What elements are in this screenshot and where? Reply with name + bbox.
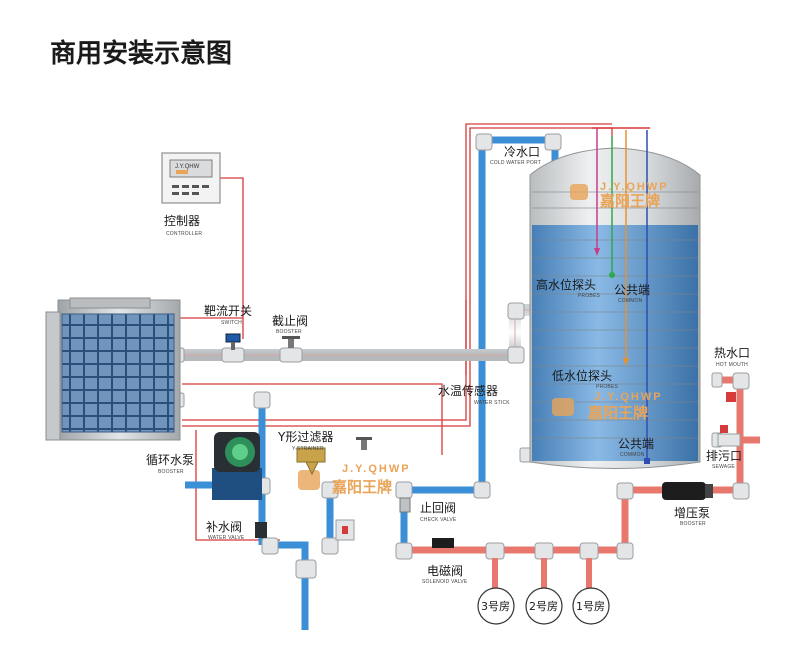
watermark-latin-mid: J.Y.QHWP [594,391,663,403]
cold-water-pipes [185,136,559,630]
watermark-logo-icon-2 [552,398,574,416]
booster-pump [662,482,713,500]
sewage-valve [717,425,741,447]
page-title: 商用安装示意图 [50,38,232,69]
circ-pump-label: 循环水泵 [146,453,194,467]
room-3: 3号房 [477,587,515,625]
makeup-valve [255,519,355,541]
common-bottom-label: 公共端 [618,437,654,451]
water-sensor-label: 水温传感器 [438,383,498,398]
common-top-label-en: COMMON [618,298,643,304]
stop-valve [282,336,300,348]
stop-valve-label: 截止阀 [272,314,308,328]
check-valve-label-en: CHECK VALVE [420,517,457,523]
watermark-latin-top: J.Y.QHWP [600,181,669,193]
pipe-fittings [171,133,750,579]
sewage-label: 排污口 [706,449,742,463]
cold-water-port-label-en: COLD WATER PORT [490,160,541,166]
watermark-latin-bottom: J.Y.QHWP [342,463,411,475]
watermark-bottom: J.Y.QHWP 嘉阳王牌 [298,463,411,496]
sewage-label-en: SEWAGE [712,464,735,470]
cold-water-port-label: 冷水口 [504,145,540,159]
common-bottom-label-en: COMMON [620,452,645,458]
low-probe-tip-icon [623,358,629,366]
y-strainer-label-en: Y-STRAINER [292,446,324,452]
common-probe-bottom-icon [644,458,650,464]
watermark-cn-mid: 嘉阳王牌 [587,404,648,422]
common-top-label: 公共端 [614,283,650,297]
circulation-pump [212,432,262,500]
watermark-logo-icon-3 [298,470,320,490]
water-tank [529,147,701,469]
hot-water-port-label-en: HOT MOUTH [716,362,748,368]
solenoid-label: 电磁阀 [427,563,463,578]
booster-pump-label: 增压泵 [674,506,710,520]
low-probe-label-en: PROBES [596,384,619,390]
low-probe-label: 低水位探头 [552,368,612,383]
controller-brand: J.Y.QHW [175,164,200,170]
controller-label: 控制器 [164,214,200,228]
y-strainer-label: Y形过滤器 [277,430,333,444]
water-valve-label: 补水阀 [206,520,242,534]
flow-switch-label-en: SWITCH [221,320,242,326]
room-2-label: 2号房 [529,600,558,613]
heat-pump-unit [45,297,181,441]
room-3-label: 3号房 [481,600,510,613]
common-probe-top-icon [609,272,615,278]
room-2: 2号房 [525,587,563,625]
circ-pump-label-en: BOOSTER [158,469,184,475]
watermark-top: J.Y.QHWP 嘉阳王牌 [570,181,669,210]
high-probe-label-en: PROBES [578,293,601,299]
signal-wires [176,123,613,541]
controller: J.Y.QHW [161,152,221,204]
check-valve [399,497,411,513]
watermark-cn-bottom: 嘉阳王牌 [331,478,392,496]
controller-panel-icon [172,185,209,195]
y-strainer [296,437,372,476]
high-probe-label: 高水位探头 [536,277,596,292]
probe-wires [592,127,650,460]
room-1: 1号房 [572,587,610,625]
water-sensor-label-en: WATER STICK [474,400,510,406]
room-1-label: 1号房 [576,600,605,613]
booster-pump-label-en: BOOSTER [680,521,706,527]
flow-switch-label: 靶流开关 [204,304,252,318]
high-probe-tip-icon [594,248,600,256]
hot-water-port-label: 热水口 [714,346,750,360]
room-drop-pipes [492,558,592,588]
watermark-logo-icon [570,184,588,200]
watermark-mid: J.Y.QHWP 嘉阳王牌 [552,391,663,422]
watermark-cn-top: 嘉阳王牌 [599,192,660,210]
water-valve-label-en: WATER VALVE [208,535,245,541]
solenoid-valve [432,538,454,548]
flow-switch [225,333,241,350]
controller-label-en: CONTROLLER [166,231,202,237]
stop-valve-label-en: BOOSTER [276,329,302,335]
hot-outlet-valve [726,392,736,402]
solenoid-label-en: SOLENOID VALVE [422,579,468,585]
check-valve-label: 止回阀 [420,501,456,515]
